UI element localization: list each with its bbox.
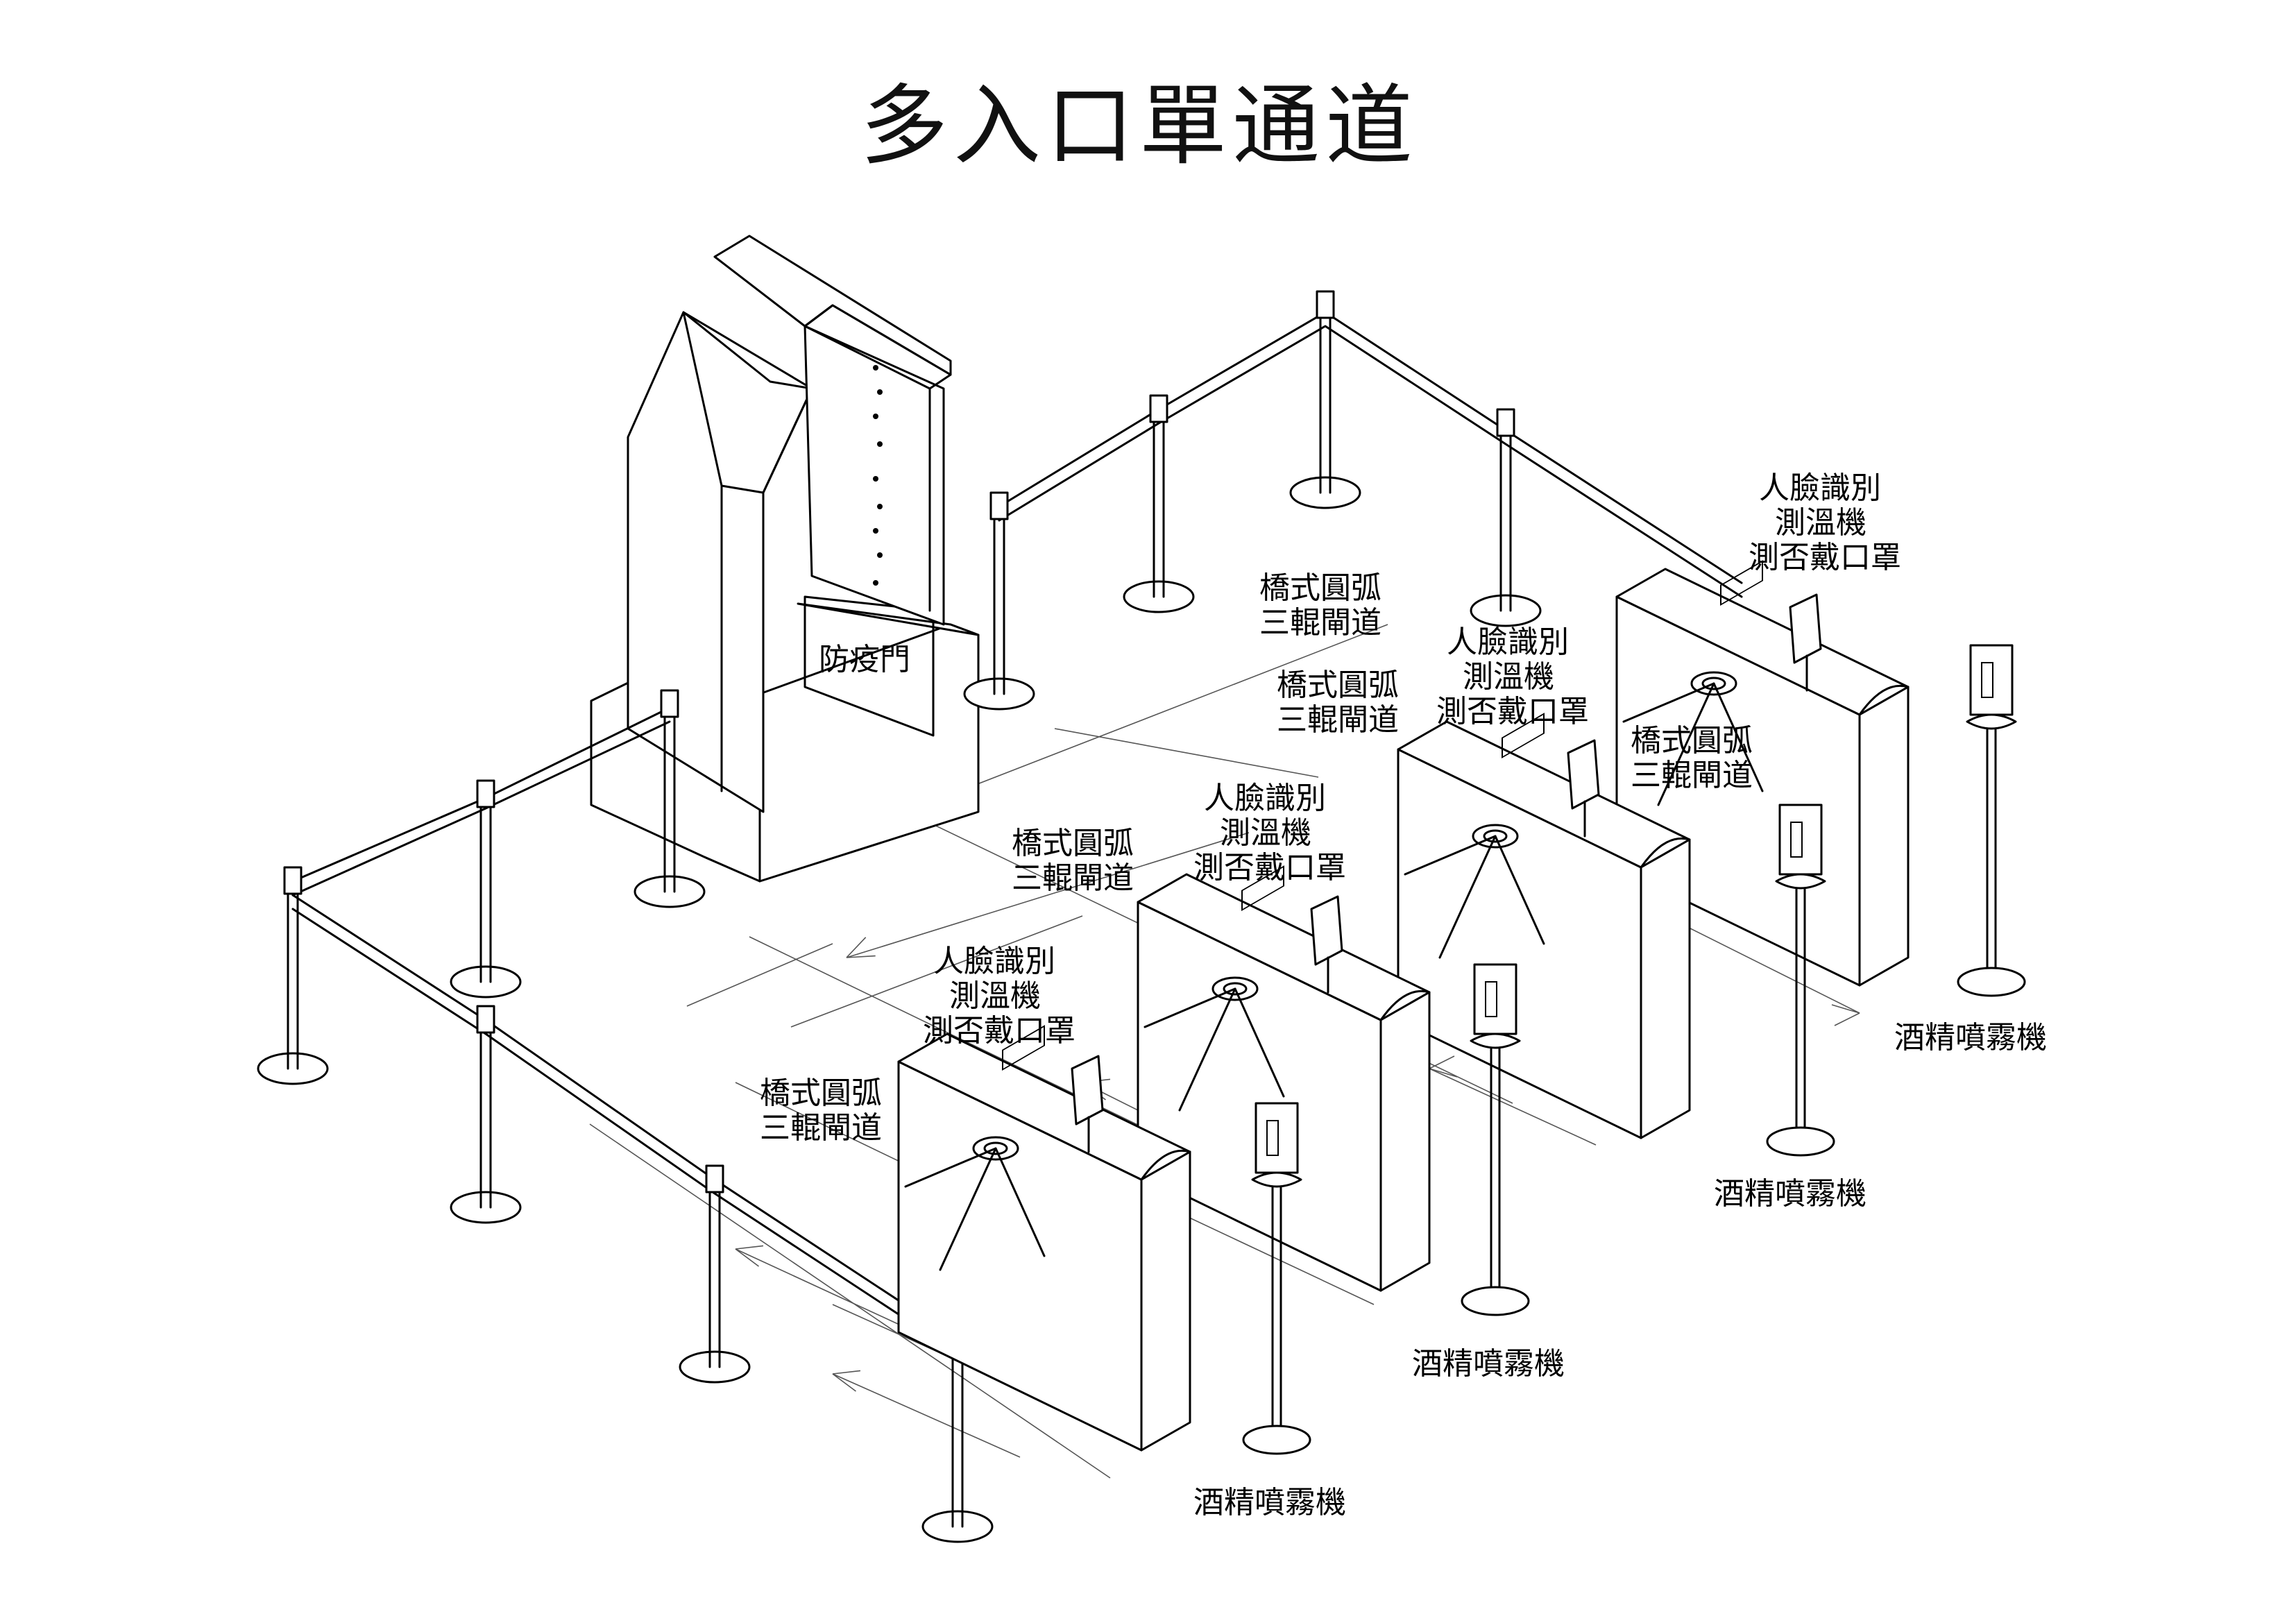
face-label-line3: 測否戴口罩 [923,1013,1075,1048]
sprayer-label: 酒精噴霧機 [1894,1020,2047,1055]
turnstile-label-line2: 三輥閘道 [1631,758,1753,793]
sprayer-label: 酒精噴霧機 [1193,1485,1346,1520]
face-label-line2: 測溫機 [1463,659,1554,695]
face-label-line2: 測溫機 [1220,815,1311,851]
turnstile-label-line1: 橋式圓弧 [1631,723,1753,758]
face-label-line2: 測溫機 [949,978,1041,1014]
turnstile-label-line2: 三輥閘道 [760,1110,882,1146]
diagram-title: 多入口單通道 [860,75,1418,177]
turnstile-label-line1: 橋式圓弧 [1012,826,1134,861]
rope-barriers [257,290,1743,1543]
alcohol-sprayer-labels: 酒精噴霧機 酒精噴霧機 酒精噴霧機 酒精噴霧機 [1193,1020,2047,1520]
face-label-line1: 人臉識別 [1447,624,1569,660]
flow-arrows [589,624,1860,1479]
turnstile-label-line2: 三輥閘道 [1259,605,1381,640]
turnstile-label-line1: 橋式圓弧 [760,1076,882,1111]
turnstile-label-line2: 三輥閘道 [1277,702,1399,738]
face-label-line3: 測否戴口罩 [1436,694,1589,729]
turnstile-label-line1: 橋式圓弧 [1277,668,1399,703]
face-label-line3: 測否戴口罩 [1193,850,1346,885]
sprayer-label: 酒精噴霧機 [1714,1176,1866,1212]
face-label-line2: 測溫機 [1775,505,1866,541]
face-label-line1: 人臉識別 [1204,781,1326,816]
epidemic-door [590,235,980,883]
face-recognition-labels: 人臉識別 測溫機 測否戴口罩 人臉識別 測溫機 測否戴口罩 人臉識別 測溫機 測… [923,470,1901,1048]
face-label-line1: 人臉識別 [933,944,1055,979]
sprayer-label: 酒精噴霧機 [1412,1346,1565,1382]
face-label-line3: 測否戴口罩 [1749,540,1901,575]
turnstile-label-line1: 橋式圓弧 [1259,570,1381,606]
face-label-line1: 人臉識別 [1759,470,1881,506]
turnstile-labels: 橋式圓弧 三輥閘道 橋式圓弧 三輥閘道 橋式圓弧 三輥閘道 橋式圓弧 三輥閘道 … [760,570,1753,1146]
epidemic-door-label: 防疫門 [819,642,910,677]
turnstile-label-line2: 三輥閘道 [1012,860,1134,896]
